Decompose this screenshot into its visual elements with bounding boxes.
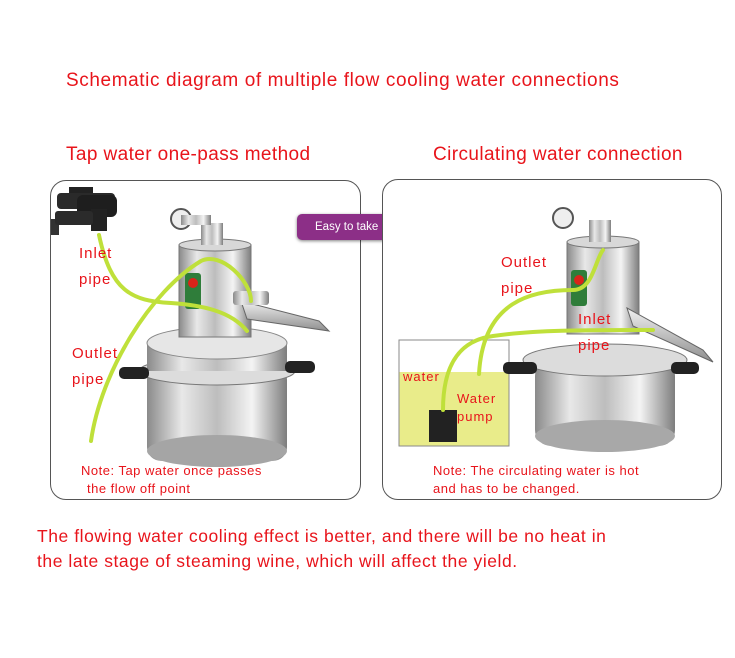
steamer-pot (503, 343, 699, 452)
water-label: water (403, 369, 440, 384)
faucet-icon (51, 187, 117, 235)
steamer-pot (119, 326, 315, 467)
right-method-heading: Circulating water connection (433, 144, 683, 165)
footer-description: The flowing water cooling effect is bett… (37, 526, 607, 571)
water-hoses (89, 233, 253, 443)
left-method-heading: Tap water one-pass method (66, 144, 311, 165)
diagram-title: Schematic diagram of multiple flow cooli… (66, 70, 620, 91)
condenser-column (552, 207, 714, 363)
distiller-illustration-right (398, 207, 714, 452)
water-hoses (441, 248, 655, 412)
distiller-illustration-left (51, 187, 331, 467)
water-pump-icon (429, 410, 457, 442)
